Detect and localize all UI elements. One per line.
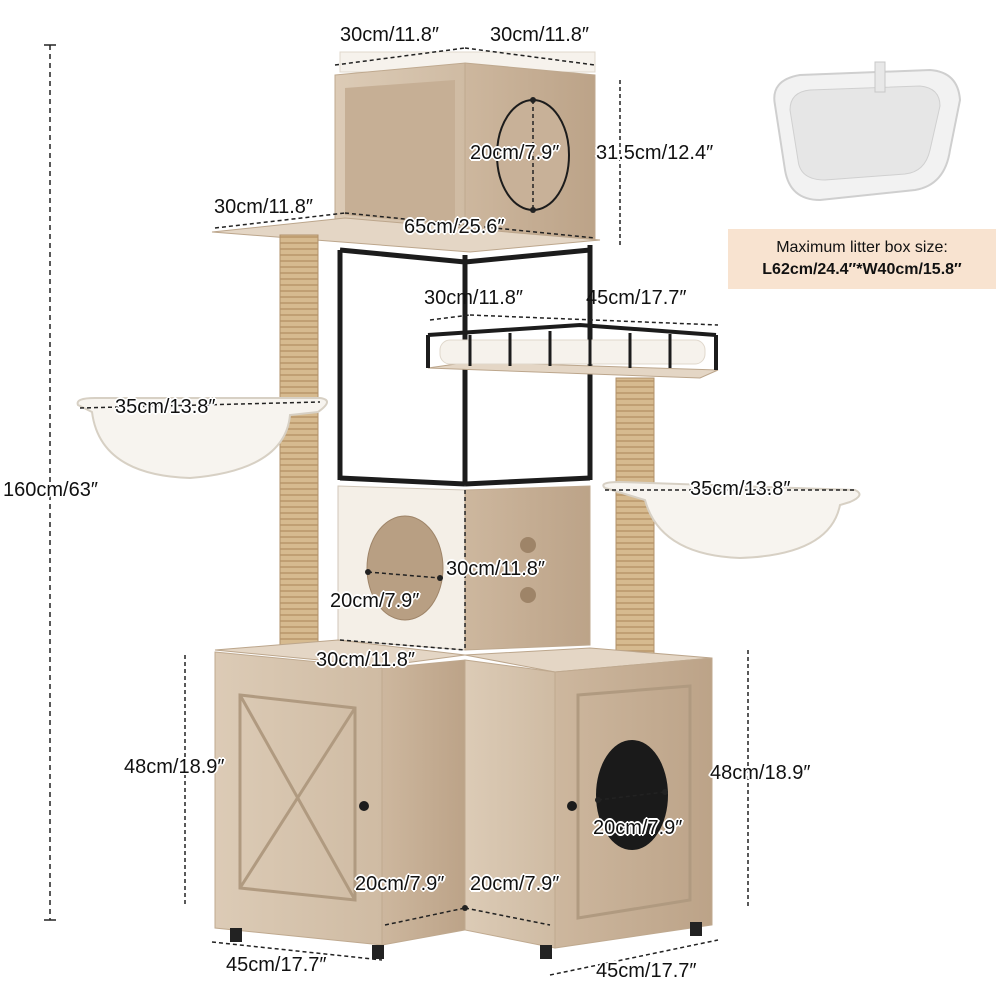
top-box	[334, 51, 596, 241]
litter-box-image	[773, 61, 962, 202]
sisal-post-left	[279, 234, 319, 656]
label-top-width-right: 30cm/11.8″	[490, 24, 589, 46]
label-notch-right: 20cm/7.9″	[470, 873, 560, 895]
label-top-width-left: 30cm/11.8″	[340, 24, 439, 46]
label-hammock-right: 35cm/13.8″	[690, 478, 791, 500]
litter-box-info: Maximum litter box size: L62cm/24.4″*W40…	[728, 229, 996, 289]
base-cabinet-right	[464, 647, 713, 959]
label-base-left: 45cm/17.7″	[226, 954, 327, 976]
label-top-hole: 20cm/7.9″	[470, 142, 560, 164]
label-notch-left: 20cm/7.9″	[355, 873, 445, 895]
sisal-post-right	[615, 377, 655, 659]
label-total-height: 160cm/63″	[3, 479, 98, 501]
total-height-dimension	[44, 44, 56, 921]
label-cabinet-hole: 20cm/7.9″	[593, 817, 683, 839]
label-condo-hole: 20cm/7.9″	[330, 590, 420, 612]
base-cabinet-left	[214, 639, 466, 959]
label-base-right: 45cm/17.7″	[596, 960, 697, 982]
label-perch-width: 45cm/17.7″	[586, 287, 687, 309]
hammock-left	[76, 397, 328, 480]
dimension-lines	[79, 47, 855, 976]
label-condo-height: 30cm/11.8″	[446, 558, 545, 580]
label-cabinet-height-left: 48cm/18.9″	[124, 756, 225, 778]
perch	[426, 322, 719, 379]
top-platform	[211, 217, 601, 253]
label-condo-depth: 30cm/11.8″	[316, 649, 415, 671]
hammock-right	[602, 480, 861, 560]
label-platform-width: 65cm/25.6″	[404, 216, 505, 238]
litter-box-title: Maximum litter box size:	[776, 239, 948, 256]
label-hammock-left: 35cm/13.8″	[115, 396, 216, 418]
dimension-markers	[365, 97, 668, 911]
label-top-box-height: 31.5cm/12.4″	[596, 142, 714, 164]
label-cabinet-height-right: 48cm/18.9″	[710, 762, 811, 784]
litter-box-size: L62cm/24.4″*W40cm/15.8″	[762, 261, 962, 278]
label-perch-depth: 30cm/11.8″	[424, 287, 523, 309]
middle-condo	[337, 485, 591, 651]
label-platform-depth: 30cm/11.8″	[214, 196, 313, 218]
